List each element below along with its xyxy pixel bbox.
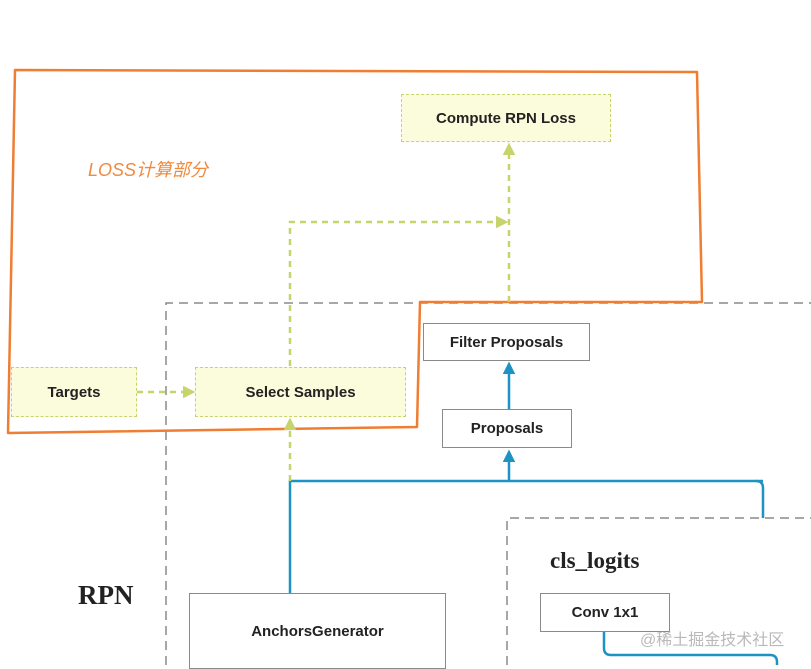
proposals-node: Proposals xyxy=(442,409,572,448)
rpn-label: RPN xyxy=(78,580,134,610)
loss-section-label: LOSS计算部分 xyxy=(88,160,209,180)
anchors-generator-node: AnchorsGenerator xyxy=(189,593,446,669)
compute-rpn-loss-node: Compute RPN Loss xyxy=(401,94,611,142)
filter-proposals-node: Filter Proposals xyxy=(423,323,590,361)
rpn-region-border xyxy=(165,302,811,665)
loss-section-outline xyxy=(6,68,704,435)
select-samples-node: Select Samples xyxy=(195,367,406,417)
arrow-select-samples-to-loss xyxy=(288,215,509,366)
cls-logits-region-border xyxy=(506,517,811,665)
conv-1x1-node: Conv 1x1 xyxy=(540,593,670,632)
anchors-to-split-line xyxy=(288,479,763,593)
watermark-text: @稀土掘金技术社区 xyxy=(640,632,785,649)
conv-output-line xyxy=(602,632,779,665)
cls-logits-label: cls_logits xyxy=(550,548,640,573)
targets-node: Targets xyxy=(11,367,137,417)
head-to-split-line xyxy=(755,479,765,518)
